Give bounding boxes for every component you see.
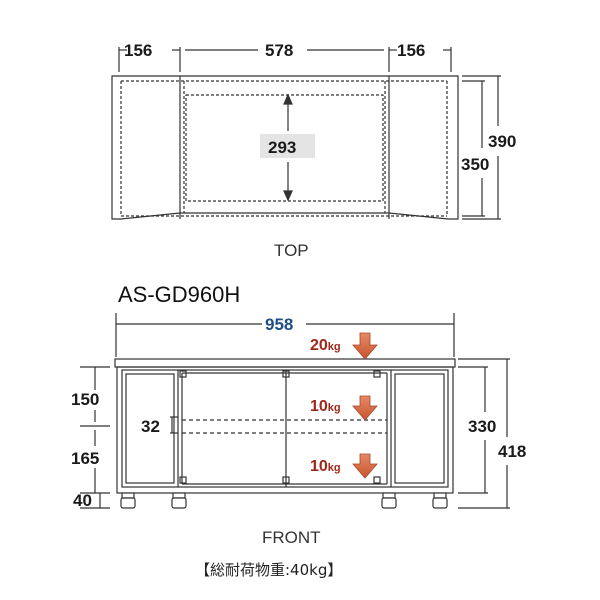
top-view: [111, 47, 501, 220]
caster-left-outer: [120, 492, 136, 509]
total-height-label: 418: [498, 442, 526, 461]
load-top-label: 20kg: [310, 337, 341, 354]
caster-right-outer: [432, 492, 448, 509]
load-arrow-middle: [352, 395, 378, 421]
caster-right-inner: [381, 492, 397, 509]
width-left-label: 156: [124, 41, 152, 60]
upper-height-label: 150: [71, 390, 99, 409]
width-center-label: 578: [265, 41, 293, 60]
caster-left-inner: [171, 492, 187, 509]
width-right-label: 156: [397, 41, 425, 60]
lower-height-label: 165: [71, 449, 99, 468]
load-bottom-label: 10kg: [310, 458, 341, 475]
casters: [120, 492, 448, 509]
shelf-gap-label: 32: [141, 417, 160, 436]
top-view-caption: TOP: [274, 241, 309, 260]
load-capacity-note: 【総耐荷物重:40kg】: [195, 561, 342, 579]
width-total-label: 958: [265, 315, 293, 334]
depth-inner-label: 350: [461, 155, 489, 174]
caster-height-label: 40: [73, 491, 92, 510]
load-arrow-bottom: [352, 453, 378, 479]
load-middle-label: 10kg: [310, 398, 341, 415]
front-view-caption: FRONT: [262, 528, 321, 547]
front-view: [80, 313, 510, 509]
inner-depth-label-bg: [260, 134, 315, 158]
load-arrow-top: [352, 332, 378, 360]
inner-depth-label: 293: [268, 138, 296, 157]
body-height-label: 330: [468, 417, 496, 436]
depth-total-label: 390: [488, 132, 516, 151]
model-name: AS-GD960H: [118, 282, 240, 307]
